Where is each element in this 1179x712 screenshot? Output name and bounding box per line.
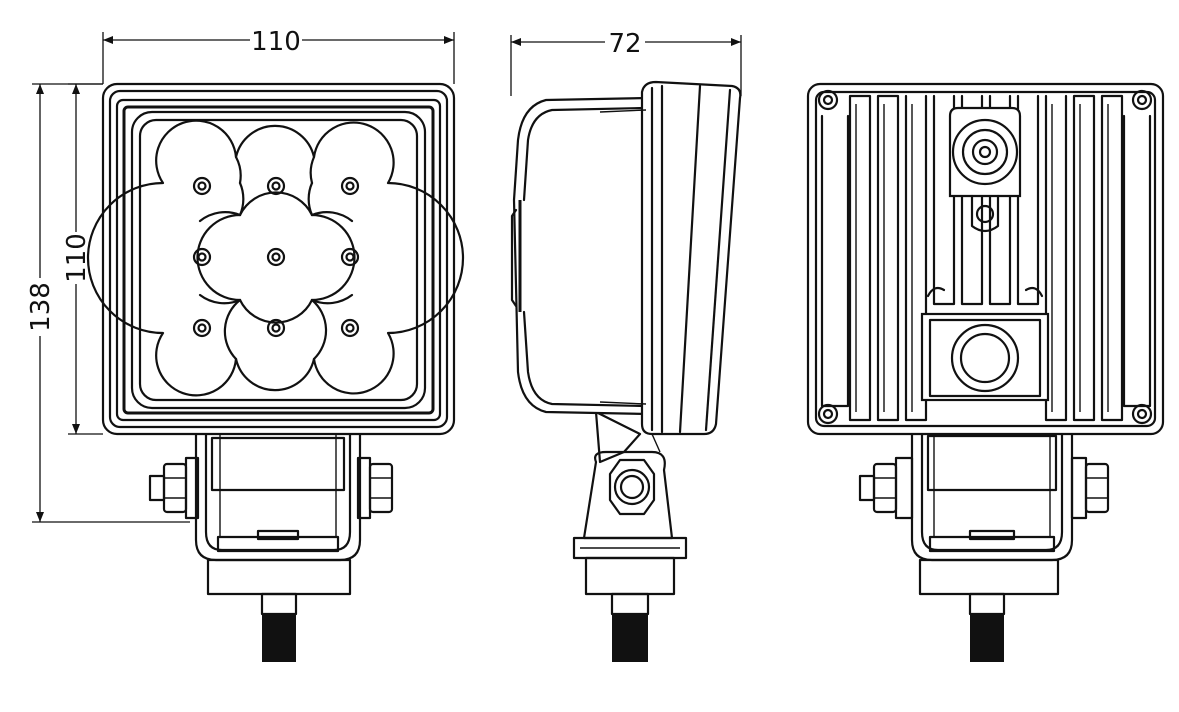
rear-cooling-fins <box>820 94 1152 422</box>
dimension-front-width: 110 <box>102 27 455 84</box>
dimension-side-depth: 72 <box>510 29 742 96</box>
front-led-cluster <box>86 119 465 397</box>
side-mount-bracket <box>572 410 688 662</box>
rear-mount-bracket <box>858 428 1110 662</box>
side-depth-label: 72 <box>608 29 641 59</box>
rear-view <box>806 82 1165 662</box>
front-mount-bracket <box>148 430 394 662</box>
rear-breather-vent <box>920 312 1050 402</box>
side-view <box>510 80 742 662</box>
rear-cable-gland <box>948 106 1022 233</box>
dimension-housing-height: 110 <box>62 83 103 435</box>
rear-housing <box>806 82 1165 436</box>
side-housing <box>510 80 742 436</box>
front-led-emitters <box>192 176 360 338</box>
total-height-label: 138 <box>26 282 56 332</box>
front-width-label: 110 <box>251 27 301 57</box>
front-view <box>86 82 465 662</box>
rear-corner-screws <box>817 89 1153 425</box>
